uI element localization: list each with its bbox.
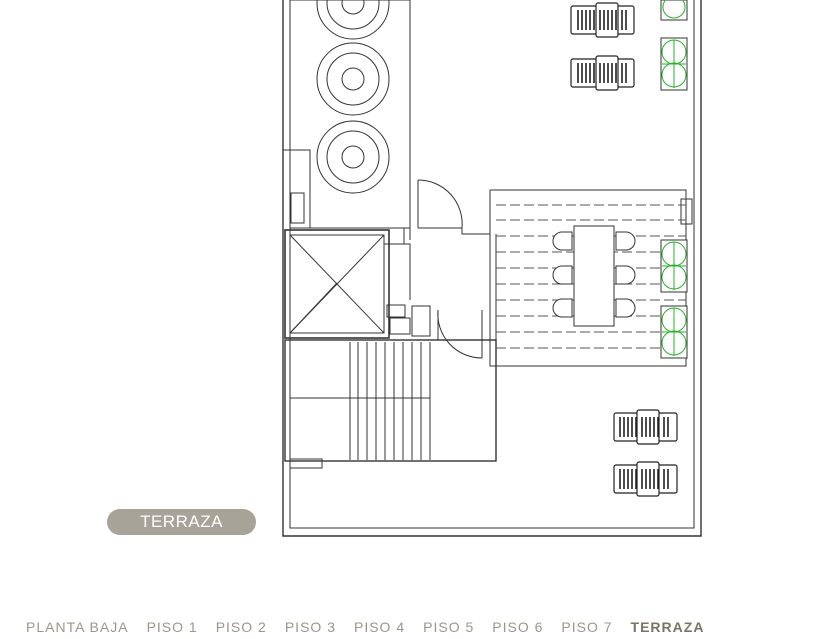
floor-tab-piso-3[interactable]: PISO 3 xyxy=(284,619,336,635)
floor-navigation: PLANTA BAJA PISO 1 PISO 2 PISO 3 PISO 4 … xyxy=(26,619,704,639)
water-tank xyxy=(316,42,390,116)
sun-lounger xyxy=(570,55,635,91)
chair xyxy=(552,265,573,285)
chair xyxy=(615,298,636,318)
chair xyxy=(615,265,636,285)
floor-tab-piso-4[interactable]: PISO 4 xyxy=(353,619,406,635)
sun-lounger xyxy=(613,461,678,497)
floor-tab-planta-baja[interactable]: PLANTA BAJA xyxy=(26,619,129,635)
floor-tab-terraza[interactable]: TERRAZA xyxy=(630,619,705,635)
elevator-shaft xyxy=(284,229,390,339)
outer-wall xyxy=(282,0,702,537)
planter xyxy=(660,37,688,91)
planter xyxy=(660,305,688,359)
water-tank xyxy=(316,0,390,40)
planter xyxy=(660,239,688,293)
floor-tab-piso-6[interactable]: PISO 6 xyxy=(492,619,544,635)
chair xyxy=(552,298,573,318)
tank-room xyxy=(289,0,411,229)
vent-box xyxy=(290,192,305,224)
floor-tab-piso-7[interactable]: PISO 7 xyxy=(561,619,613,635)
dining-table xyxy=(573,225,615,327)
stairwell xyxy=(284,339,497,462)
water-tank xyxy=(316,120,390,194)
floor-tab-piso-2[interactable]: PISO 2 xyxy=(215,619,267,635)
sun-lounger xyxy=(613,409,678,445)
door-swing xyxy=(417,179,463,229)
floor-badge: TERRAZA xyxy=(107,509,256,535)
door-swing xyxy=(437,309,483,359)
floor-tab-piso-5[interactable]: PISO 5 xyxy=(423,619,475,635)
chair xyxy=(552,231,573,251)
sun-lounger xyxy=(570,2,635,38)
planter xyxy=(660,0,688,21)
chair xyxy=(615,231,636,251)
floor-tab-piso-1[interactable]: PISO 1 xyxy=(146,619,198,635)
